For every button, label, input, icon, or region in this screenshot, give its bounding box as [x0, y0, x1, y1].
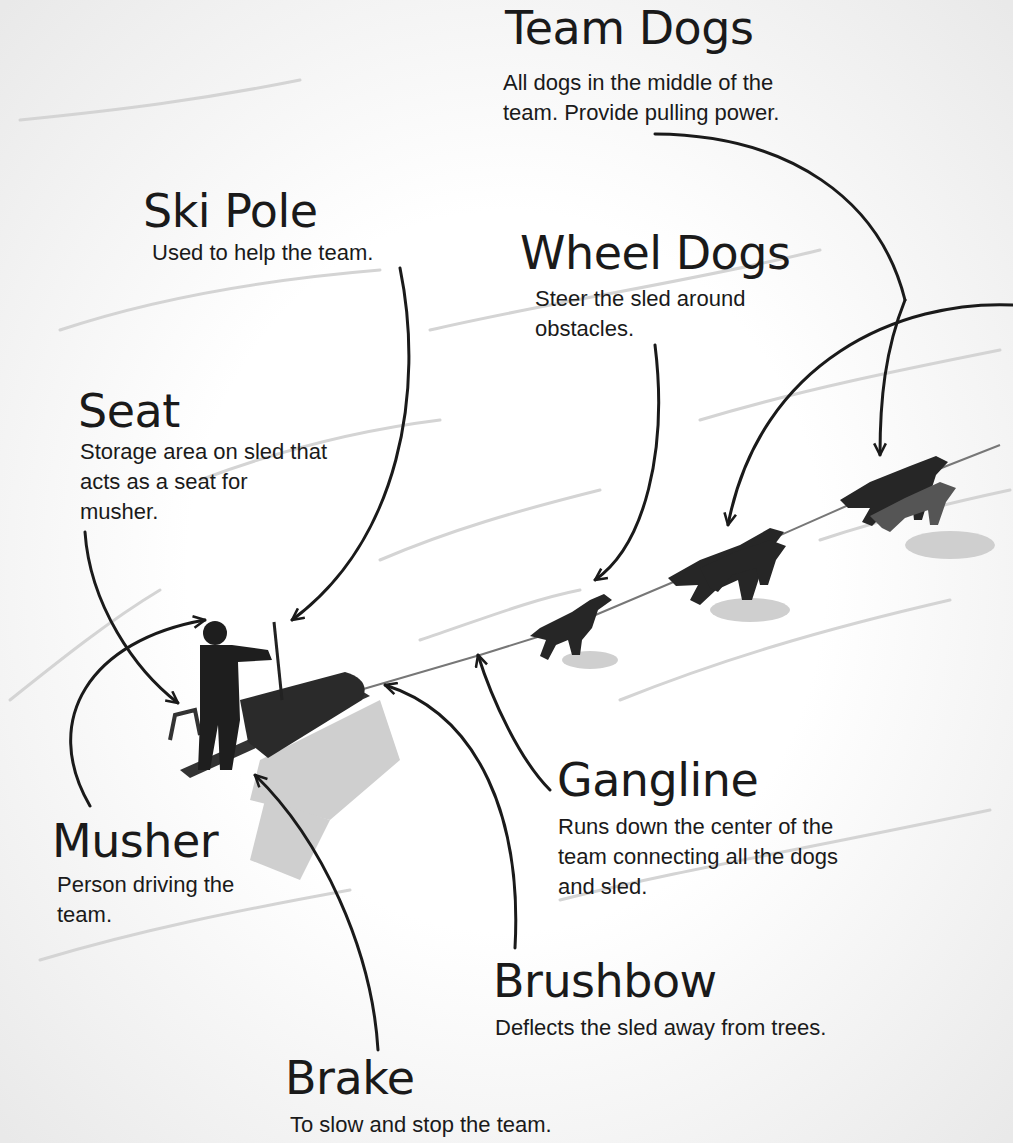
- part-name: Brake: [285, 1050, 414, 1106]
- part-name: Wheel Dogs: [520, 225, 790, 281]
- ski-pole: [274, 622, 282, 700]
- dog-shadow: [562, 651, 618, 669]
- part-description: Steer the sled around obstacles.: [535, 284, 765, 344]
- snow-streak: [10, 590, 160, 700]
- part-name: Musher: [52, 813, 218, 869]
- musher-head: [203, 621, 227, 645]
- leader-line: [385, 685, 516, 948]
- part-name: Brushbow: [493, 953, 717, 1009]
- dogs: [530, 456, 956, 660]
- part-name: Ski Pole: [143, 183, 318, 239]
- sled-basket: [240, 672, 365, 758]
- part-description: Deflects the sled away from trees.: [495, 1013, 935, 1043]
- team-dog: [700, 540, 786, 592]
- leader-line: [85, 532, 178, 703]
- snow-streak: [20, 80, 300, 120]
- leader-line: [255, 775, 378, 1050]
- musher-shadow: [250, 800, 330, 880]
- snow-streak: [700, 350, 1000, 420]
- part-name: Gangline: [557, 752, 758, 808]
- sled-handlebar: [170, 710, 200, 740]
- snow-streak: [60, 270, 380, 330]
- dog-shadow: [905, 531, 995, 559]
- part-description: Runs down the center of the team connect…: [558, 812, 863, 902]
- part-description: All dogs in the middle of the team. Prov…: [503, 68, 823, 128]
- leader-line: [478, 655, 550, 790]
- part-description: Storage area on sled that acts as a seat…: [80, 437, 330, 527]
- dog-shadow: [710, 598, 790, 622]
- sled: [170, 622, 370, 778]
- part-name: Team Dogs: [505, 0, 753, 56]
- leader-line: [595, 345, 659, 580]
- part-description: Used to help the team.: [152, 238, 452, 268]
- team-dog: [870, 482, 956, 532]
- snow-texture: [10, 80, 1010, 960]
- leader-lines: [71, 134, 1013, 1050]
- leader-line: [71, 620, 205, 806]
- wheel-dog: [530, 594, 612, 660]
- part-description: To slow and stop the team.: [290, 1110, 620, 1140]
- leader-line: [728, 305, 1013, 525]
- part-description: Person driving the team.: [57, 870, 242, 930]
- snow-streak: [380, 490, 600, 560]
- part-name: Seat: [78, 383, 180, 439]
- gangline-rope: [360, 445, 1000, 690]
- gangline: [360, 445, 1000, 690]
- musher-body: [198, 645, 272, 770]
- musher-figure: [198, 621, 272, 770]
